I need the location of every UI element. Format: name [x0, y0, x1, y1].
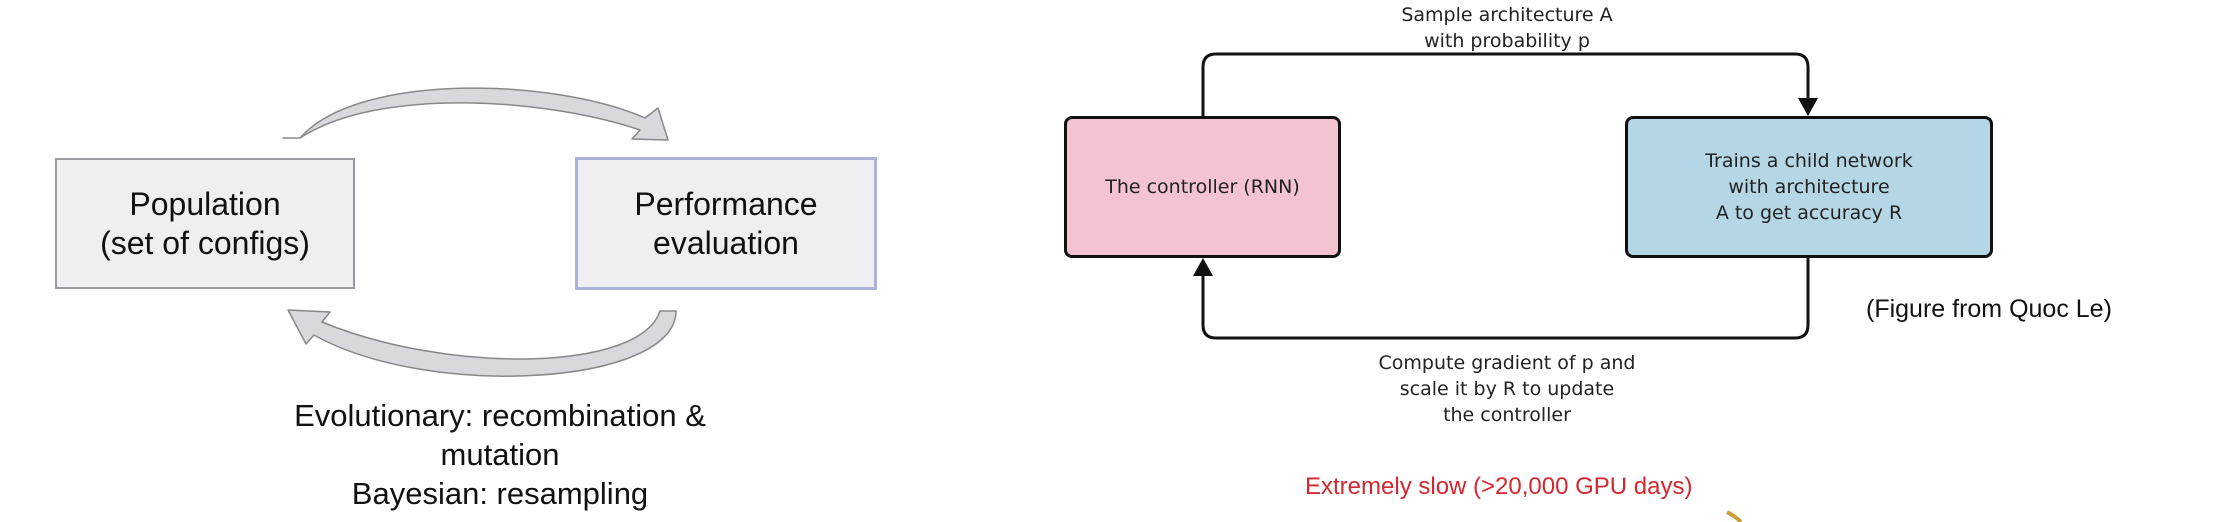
label-line: Sample architecture A [1401, 4, 1613, 26]
controller-box-label: The controller (RNN) [1105, 176, 1300, 198]
label-line: scale it by R to update [1399, 378, 1615, 400]
sample-architecture-label: Sample architecture A with probability p [1307, 2, 1707, 54]
arrowhead-up-icon [1193, 258, 1213, 276]
controller-box: The controller (RNN) [1064, 116, 1341, 258]
loop-connector-bottom [1193, 258, 1810, 340]
child-box-line: with architecture [1728, 176, 1890, 198]
label-line: with probability p [1424, 30, 1590, 52]
caption-line: Evolutionary: recombination & [294, 398, 706, 433]
child-box-line: Trains a child network [1705, 150, 1913, 172]
population-box-label: Population (set of configs) [100, 185, 310, 261]
label-line: Compute gradient of p and [1378, 352, 1636, 374]
figure-credit: (Figure from Quoc Le) [1866, 295, 2112, 323]
caption-line: mutation [440, 437, 560, 472]
arrowhead-down-icon [1798, 98, 1818, 116]
label-line: the controller [1443, 404, 1571, 426]
curved-arrow-bottom [287, 309, 677, 377]
child-network-box: Trains a child network with architecture… [1625, 116, 1993, 258]
population-box: Population (set of configs) [55, 158, 355, 289]
child-network-box-text: Trains a child network with architecture… [1705, 148, 1913, 226]
performance-evaluation-box-label: Performance evaluation [634, 185, 818, 261]
pointer-stroke-icon [1726, 510, 1743, 522]
performance-evaluation-box: Performance evaluation [575, 157, 877, 290]
search-methods-caption: Evolutionary: recombination & mutation B… [200, 396, 800, 513]
compute-gradient-label: Compute gradient of p and scale it by R … [1307, 350, 1707, 428]
loop-connector-top [1201, 52, 1818, 116]
child-box-line: A to get accuracy R [1715, 202, 1903, 224]
slowness-note: Extremely slow (>20,000 GPU days) [1305, 473, 1693, 500]
caption-line: Bayesian: resampling [351, 476, 649, 511]
curved-arrow-top [282, 87, 669, 141]
